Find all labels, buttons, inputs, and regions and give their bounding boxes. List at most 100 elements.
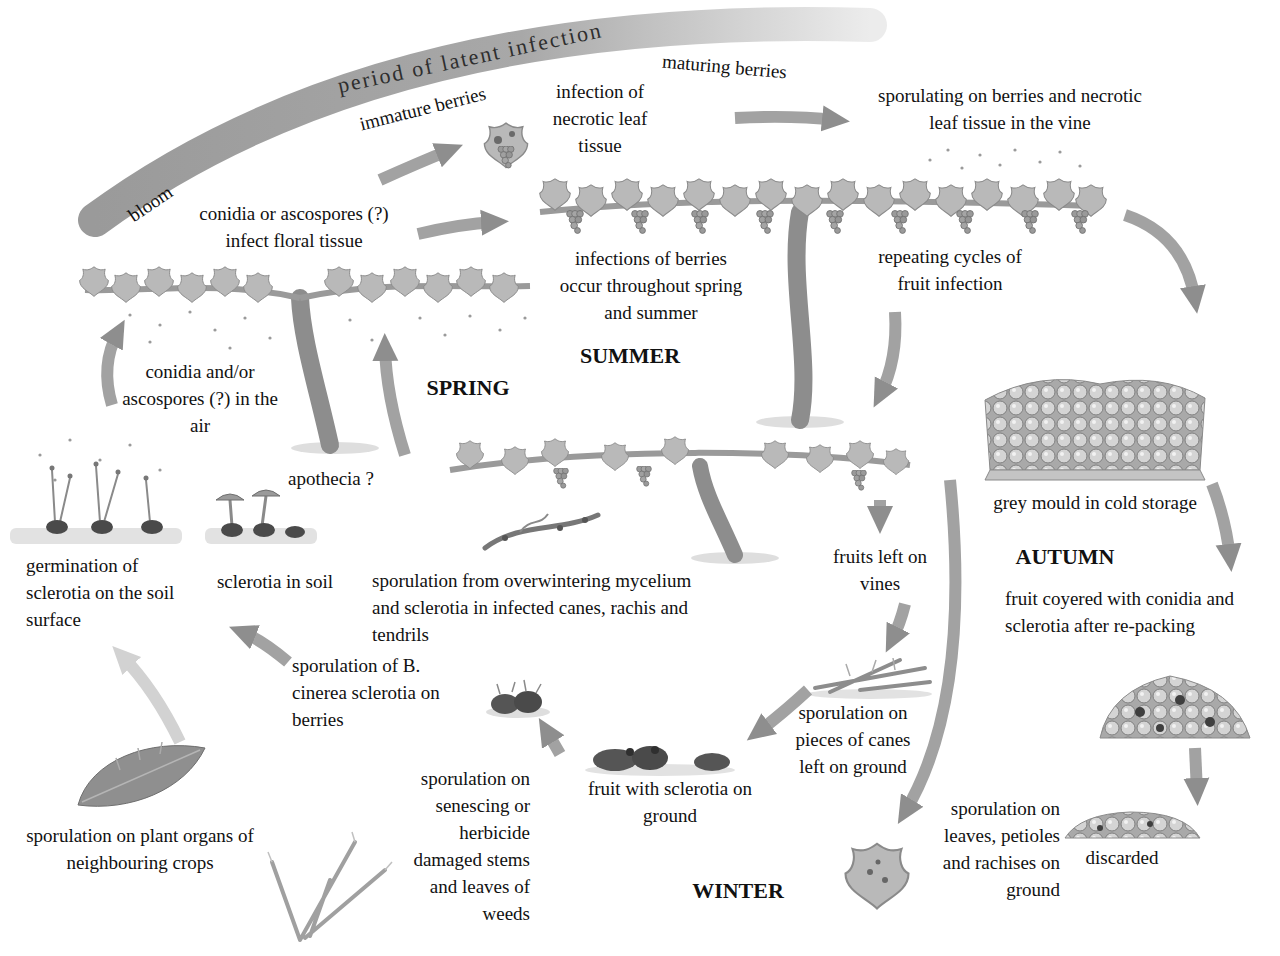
fruit-on-ground (593, 749, 637, 771)
sclerotia-on-berries (497, 680, 541, 694)
spring-vine (300, 298, 330, 445)
winter-vine (637, 466, 652, 486)
winter-vine (450, 437, 910, 564)
process-label: fruits left on vines (830, 543, 930, 597)
leaf-on-ground (882, 877, 888, 883)
winter-vine (485, 515, 598, 548)
process-label: sporulation from overwintering mycelium … (372, 567, 692, 648)
cycle-arrows (380, 150, 450, 180)
summer-vine (540, 179, 571, 210)
winter-vine (852, 470, 867, 490)
airborne-spores (38, 453, 41, 456)
canes-on-ground (846, 658, 895, 676)
winter-vine (847, 441, 874, 469)
airborne-spores (68, 438, 71, 441)
germinating-sclerotia (68, 474, 73, 479)
cycle-arrows (735, 117, 836, 120)
winter-vine (807, 445, 834, 473)
airborne-spores (213, 328, 216, 331)
sporulation-spores (998, 163, 1001, 166)
summer-vine (892, 211, 909, 234)
airborne-spores (243, 316, 246, 319)
sporulation-spores (1013, 148, 1016, 151)
winter-vine (502, 447, 529, 475)
winter-vine (662, 437, 689, 465)
leaf-on-ground (867, 869, 873, 875)
season-label: AUTUMN (1016, 543, 1115, 570)
process-label: fruit with sclerotia on ground (580, 775, 760, 829)
summer-vine (684, 179, 715, 210)
process-label: discarded (1086, 844, 1159, 871)
summer-vine (792, 185, 823, 216)
process-label: sporulation on plant organs of neighbour… (6, 822, 274, 876)
cold-storage-crate (985, 380, 1205, 470)
summer-vine (632, 211, 649, 234)
mouldy-fruit-pile (1156, 724, 1164, 732)
process-label: infections of berries occur throughout s… (556, 245, 746, 326)
spring-vine (325, 267, 354, 297)
cycle-arrows (874, 500, 886, 520)
sclerotia-apothecia (252, 490, 280, 496)
cycle-arrows (905, 480, 955, 812)
summer-vine (648, 185, 679, 216)
summer-vine (1022, 211, 1039, 234)
airborne-spores (188, 310, 191, 313)
process-label: infection of necrotic leaf tissue (543, 78, 658, 159)
summer-vine (900, 179, 931, 210)
summer-vine (827, 211, 844, 234)
process-label: sporulation of B. cinerea sclerotia on b… (292, 652, 472, 733)
sporulation-spores (960, 166, 963, 169)
discarded-pile (1097, 825, 1103, 831)
season-label: SPRING (426, 374, 509, 401)
winter-vine (700, 466, 735, 555)
winter-vine (520, 514, 548, 532)
cycle-arrows (1125, 215, 1195, 300)
germinating-sclerotia (50, 466, 55, 471)
process-label: germination of sclerotia on the soil sur… (26, 552, 176, 633)
sporulation-spores (1038, 160, 1041, 163)
process-label: apothecia ? (288, 465, 374, 492)
necrotic-leaf (509, 131, 515, 137)
cold-storage-crate (985, 380, 1205, 480)
process-label: grey mould in cold storage (993, 489, 1197, 516)
necrotic-leaf (494, 136, 502, 144)
sporulation-spores (1078, 164, 1081, 167)
fruit-on-ground (694, 753, 730, 771)
leaf-on-ground (876, 860, 881, 865)
airborne-spores (498, 328, 501, 331)
summer-vine (692, 211, 709, 234)
necrotic-leaf (498, 146, 514, 168)
summer-vine (567, 211, 584, 234)
winter-vine (602, 443, 629, 471)
summer-vine (757, 211, 774, 234)
process-label: sporulation on leaves, petioles and rach… (925, 795, 1060, 903)
airborne-spores (348, 318, 351, 321)
cycle-arrows (546, 730, 560, 754)
cycle-arrows (1195, 748, 1197, 792)
process-label: sporulation on senescing or herbicide da… (400, 765, 530, 927)
sporulation-spores (928, 148, 1081, 169)
stage-label: maturing berries (662, 48, 789, 86)
airborne-spores (158, 468, 161, 471)
sporulation-spores (946, 148, 949, 151)
sclerotia-apothecia (285, 526, 305, 538)
weed-stems (272, 842, 385, 940)
spring-vine (80, 267, 530, 454)
airborne-spores (228, 346, 231, 349)
cycle-arrows (385, 347, 405, 455)
cycle-arrows (107, 332, 118, 405)
spring-vine (145, 267, 174, 297)
airborne-spores (268, 336, 271, 339)
canes-on-ground (815, 660, 930, 692)
spring-vine (211, 267, 240, 297)
winter-vine (457, 441, 484, 469)
germinating-sclerotia (91, 520, 113, 534)
winter-vine (582, 517, 588, 523)
airborne-spores (128, 313, 131, 316)
cycle-arrows (892, 604, 905, 640)
airborne-spores (53, 478, 56, 481)
mouldy-fruit-pile (1135, 707, 1145, 717)
sclerotia-apothecia (221, 523, 243, 537)
cycle-arrows (880, 312, 895, 395)
spring-vine (178, 273, 207, 303)
